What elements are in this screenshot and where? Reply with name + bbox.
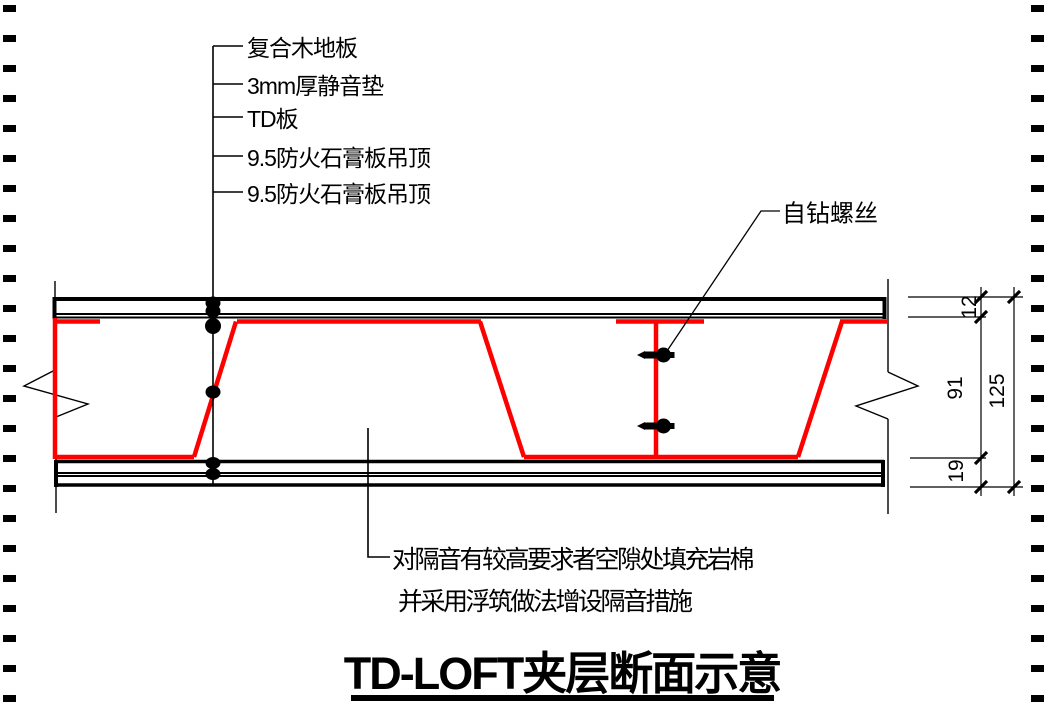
screw-symbol-upper — [637, 347, 675, 363]
note-leader — [367, 428, 390, 558]
dim-overall: 125 — [986, 373, 1009, 409]
floor-band — [52, 297, 887, 319]
dimension-lines — [908, 287, 1023, 496]
break-mark-right — [853, 279, 920, 514]
layer-label-gypsum-1: 9.5防火石膏板吊顶 — [247, 145, 431, 171]
layer-label-gypsum-2: 9.5防火石膏板吊顶 — [247, 181, 431, 207]
screw-callout-label: 自钻螺丝 — [782, 200, 878, 228]
dim-floor-thickness: 12 — [958, 295, 981, 319]
layer-label-silent-pad: 3mm厚静音垫 — [247, 73, 384, 99]
screw-callout-leader — [666, 210, 780, 352]
screw-symbol-lower — [637, 418, 675, 434]
film-edge-marks-right — [1031, 5, 1044, 721]
title-underline — [351, 695, 774, 701]
dim-ceiling-thickness: 19 — [945, 459, 968, 483]
note-rockwool: 对隔音有较高要求者空隙处填充岩棉 — [392, 546, 755, 574]
dim-truss-depth: 91 — [944, 376, 967, 400]
layer-label-leader — [212, 45, 243, 486]
layer-label-td-board: TD板 — [247, 106, 299, 132]
steel-truss — [52, 318, 888, 460]
fastener-dots — [205, 296, 221, 480]
film-edge-marks-left — [3, 5, 16, 721]
layer-label-wood-floor: 复合木地板 — [247, 35, 358, 61]
gypsum-ceiling-band — [54, 459, 885, 487]
note-floating: 并采用浮筑做法增设隔音措施 — [398, 588, 693, 616]
drawing-title: TD-LOFT夹层断面示意 — [343, 648, 782, 699]
